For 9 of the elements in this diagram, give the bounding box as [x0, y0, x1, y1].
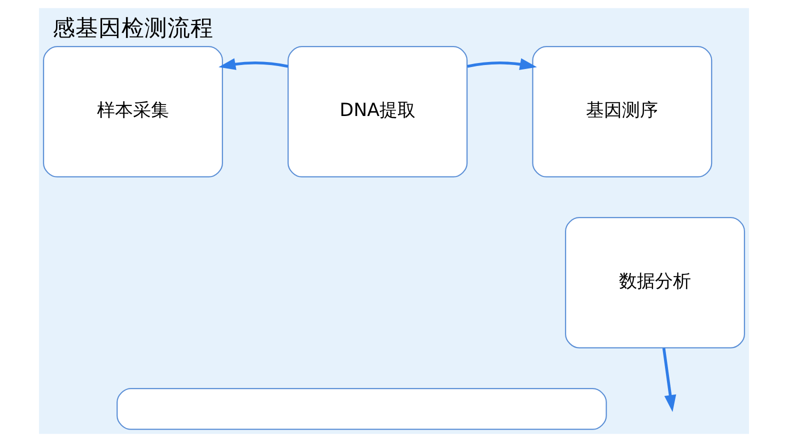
diagram-title: 感基因检测流程 [52, 15, 214, 42]
arrow [467, 58, 537, 70]
node-box [116, 388, 607, 430]
node-box: 样本采集 [42, 46, 223, 178]
node-box: 基因测序 [532, 46, 712, 178]
arrow [218, 58, 288, 70]
node-box: 数据分析 [564, 217, 746, 348]
node-box: DNA提取 [288, 46, 468, 178]
arrow [662, 348, 676, 412]
